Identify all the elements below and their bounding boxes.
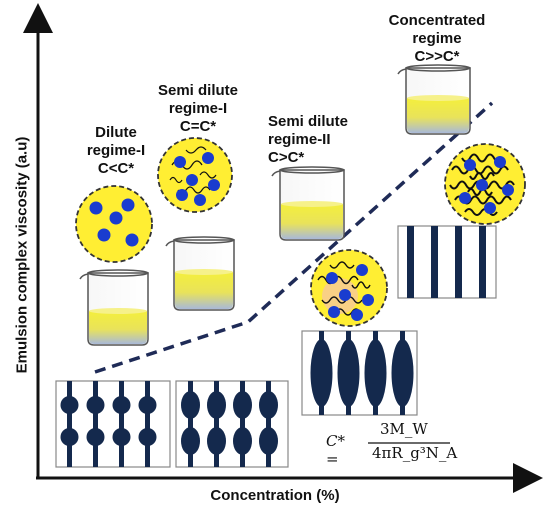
formula-denominator: 4πR_g³N_A	[372, 444, 458, 462]
regime-label-line: regime	[412, 30, 462, 47]
beaker-dilute	[79, 269, 149, 346]
beaker-semi-dilute-2	[271, 166, 345, 241]
droplet-semi-dilute-1	[157, 137, 233, 213]
formula-lhs: C* =	[326, 432, 345, 468]
droplet-concentrated	[444, 143, 526, 225]
x-axis-label: Concentration (%)	[210, 487, 340, 504]
viscosity-trend-line	[94, 101, 494, 374]
beaker-semi-dilute-1	[165, 236, 235, 311]
regime-label-line: regime-I	[168, 100, 228, 117]
regime-label-line: Concentrated	[388, 12, 486, 29]
regime-label-line: Semi dilute	[268, 113, 349, 130]
beaker-concentrated	[397, 64, 471, 135]
regime-label-semi-dilute-1: Semi dilute regime-I C=C*	[150, 82, 246, 136]
regime-label-line: C=C*	[179, 118, 217, 135]
droplet-semi-dilute-2	[310, 249, 388, 327]
bar-panel-3	[301, 330, 418, 416]
regime-label-semi-dilute-2: Semi dilute regime-II C>C*	[268, 113, 364, 167]
formula-numerator: 3M_W	[380, 420, 428, 438]
regime-label-concentrated: Concentrated regime C>>C*	[382, 12, 492, 66]
bar-panel-4	[397, 225, 497, 299]
regime-label-line: Semi dilute	[157, 82, 239, 99]
regime-label-line: Dilute	[95, 124, 137, 141]
droplet-dilute	[75, 185, 153, 263]
regime-label-line: C>C*	[268, 149, 305, 166]
bar-panel-2	[175, 380, 289, 468]
regime-label-line: regime-I	[86, 142, 146, 159]
regime-label-line: C>>C*	[414, 48, 460, 65]
regime-label-line: regime-II	[268, 131, 331, 148]
y-axis-label: Emulsion complex viscosity (a.u)	[13, 136, 31, 374]
bar-panel-1	[55, 380, 171, 468]
regime-label-line: C<C*	[97, 160, 135, 177]
regime-label-dilute: Dilute regime-I C<C*	[76, 124, 156, 178]
